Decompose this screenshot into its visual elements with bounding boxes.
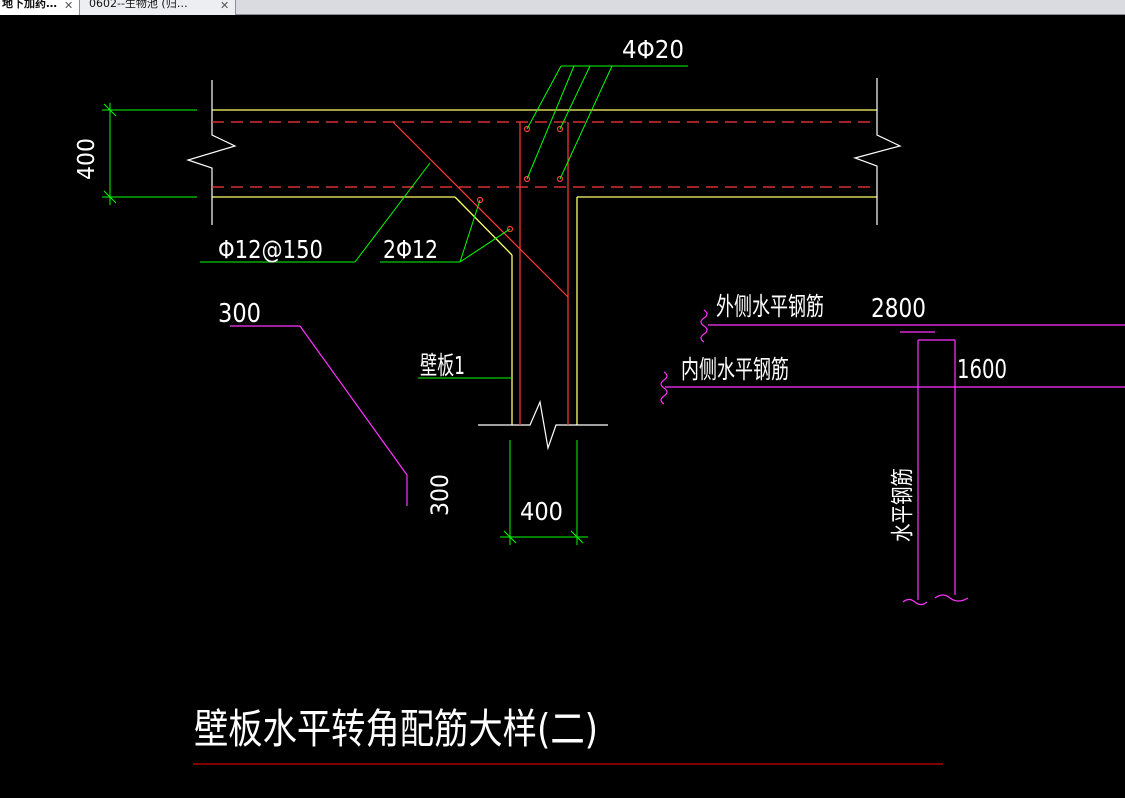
dimension-leaders	[102, 65, 688, 545]
lap-vertical-dim: 300	[426, 474, 454, 516]
tab-drawing-1[interactable]: 地下加药… ✕	[0, 0, 80, 15]
wall-panel-label: 壁板1	[420, 351, 465, 380]
close-icon[interactable]: ✕	[220, 0, 230, 12]
rebar-dots	[476, 125, 564, 233]
stirrup-spec-label: Φ12@150	[218, 235, 323, 264]
tab-bar: 地下加药… ✕ 0602--生物池 (归… ✕	[0, 0, 1125, 15]
detail-title: 壁板水平转角配筋大样(二)	[194, 705, 598, 753]
tab-drawing-2[interactable]: 0602--生物池 (归… ✕	[80, 0, 236, 15]
lap-markers	[230, 309, 1125, 606]
wall-outline	[212, 109, 877, 425]
inner-rebar-label: 内侧水平钢筋	[681, 355, 789, 384]
rebar	[212, 121, 877, 425]
break-lines	[186, 78, 902, 451]
inner-rebar-length: 1600	[957, 355, 1007, 385]
outer-rebar-label: 外侧水平钢筋	[716, 292, 824, 321]
vertical-rebar-label: 水平钢筋	[890, 468, 916, 542]
close-icon[interactable]: ✕	[64, 0, 74, 12]
wall-thickness-dim: 400	[74, 138, 100, 180]
bottom-width-dim: 400	[520, 497, 563, 526]
corner-bars-label: 2Φ12	[383, 235, 438, 264]
outer-rebar-length: 2800	[871, 294, 926, 324]
tab-label: 地下加药…	[2, 0, 57, 10]
tab-label: 0602--生物池 (归…	[89, 0, 188, 10]
rebar-top-label: 4Φ20	[622, 35, 684, 64]
lap-horizontal-dim: 300	[218, 299, 261, 329]
